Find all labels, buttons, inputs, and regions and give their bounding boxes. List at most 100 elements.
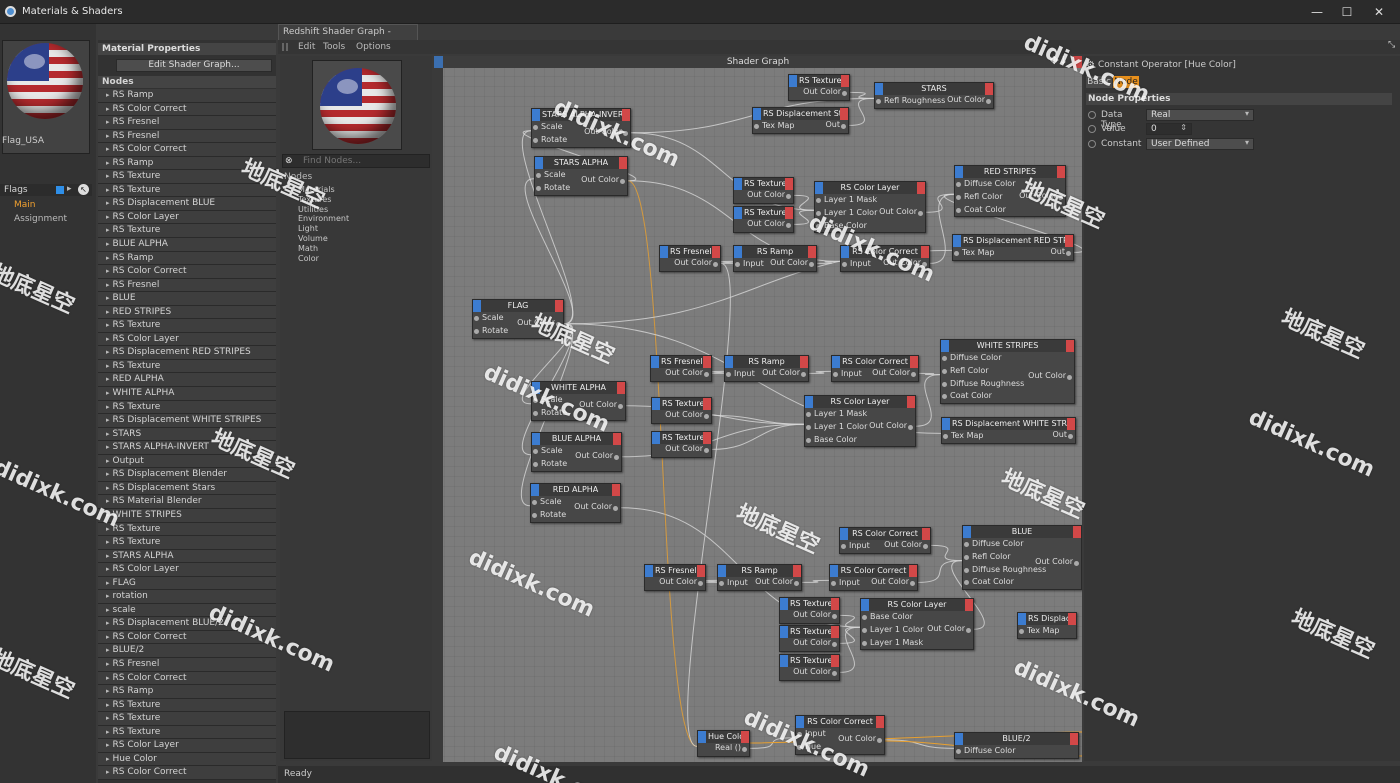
node-input-port[interactable]: Base Color bbox=[815, 220, 925, 233]
node-output-port[interactable]: Out Color bbox=[659, 577, 703, 586]
node-output-port[interactable]: Out Color bbox=[1019, 190, 1063, 200]
node-list-item[interactable]: RS Color Correct bbox=[98, 143, 276, 157]
node-list-item[interactable]: BLUE/2 bbox=[98, 644, 276, 658]
node-list-item[interactable]: RS Texture bbox=[98, 725, 276, 740]
picker-icon[interactable]: ↖ bbox=[78, 184, 89, 195]
tree-item[interactable]: Light bbox=[298, 224, 318, 234]
node-list-item[interactable]: RS Color Correct bbox=[98, 265, 276, 279]
node-input-port[interactable]: Diffuse Color bbox=[941, 352, 1074, 365]
node-input-port[interactable]: Scale bbox=[531, 496, 620, 509]
node-list-item[interactable]: RS Displacement WHITE STRIPES bbox=[98, 414, 276, 428]
node-output-port[interactable]: Out bbox=[825, 120, 846, 129]
node-list-item[interactable]: STARS ALPHA bbox=[98, 549, 276, 564]
node-output-port[interactable]: Out Color bbox=[674, 258, 718, 267]
node-list-item[interactable]: BLUE ALPHA bbox=[98, 238, 276, 252]
tree-item[interactable]: Math bbox=[298, 243, 319, 253]
node-list-item[interactable]: RS Color Layer bbox=[98, 563, 276, 577]
node-input-port[interactable]: Diffuse Color bbox=[955, 745, 1078, 758]
node-list-item[interactable]: RS Displacement Stars bbox=[98, 481, 276, 496]
node-output-port[interactable]: Out bbox=[1050, 247, 1071, 256]
node-input-port[interactable]: Scale bbox=[532, 394, 625, 407]
node-input-port[interactable]: Input bbox=[718, 577, 801, 590]
node-list-item[interactable]: RS Ramp bbox=[98, 156, 276, 171]
node-list-item[interactable]: RS Texture bbox=[98, 698, 276, 713]
canvas-scrollbar[interactable] bbox=[434, 68, 443, 762]
tab-node[interactable]: Node bbox=[1113, 76, 1139, 88]
tab-shader-graph[interactable]: Redshift Shader Graph - Flag_USA bbox=[278, 24, 418, 51]
node-output-port[interactable]: Out Color bbox=[871, 577, 915, 586]
material-preview[interactable] bbox=[2, 40, 90, 154]
node-list-item[interactable]: BLUE bbox=[98, 292, 276, 306]
node-input-port[interactable]: Scale bbox=[535, 169, 627, 182]
node-output-port[interactable]: Out Color bbox=[747, 219, 791, 228]
node-output-port[interactable]: Out Color bbox=[872, 368, 916, 377]
node-input-port[interactable]: Rotate bbox=[473, 325, 563, 338]
node-list-item[interactable]: RS Texture bbox=[98, 319, 276, 333]
node-input-port[interactable]: Layer 1 Color bbox=[805, 421, 915, 434]
node-list-item[interactable]: RS Ramp bbox=[98, 89, 276, 103]
tree-item[interactable]: Color bbox=[298, 253, 319, 263]
node-list-item[interactable]: RS Color Correct bbox=[98, 102, 276, 117]
tab-assignment[interactable]: Assignment bbox=[14, 214, 67, 224]
node-list-item[interactable]: STARS ALPHA-INVERT bbox=[98, 441, 276, 455]
node-input-port[interactable]: Refl Color bbox=[941, 365, 1074, 378]
expand-icon[interactable]: ⤡ bbox=[1388, 40, 1396, 50]
node-input-port[interactable]: Refl Roughness bbox=[875, 95, 993, 108]
node-list-item[interactable]: RS Ramp bbox=[98, 251, 276, 266]
node-output-port[interactable]: Out Color bbox=[581, 175, 625, 185]
node-input-port[interactable]: Layer 1 Color bbox=[861, 624, 973, 637]
node-list-item[interactable]: RS Color Correct bbox=[98, 671, 276, 686]
material-name[interactable]: Flag_USA bbox=[2, 136, 45, 146]
tree-item[interactable]: Environment bbox=[298, 214, 350, 224]
node-output-port[interactable]: Out Color bbox=[879, 206, 923, 216]
node-list-item[interactable]: rotation bbox=[98, 590, 276, 604]
node-output-port[interactable]: Out Color bbox=[665, 410, 709, 419]
node-list-item[interactable]: RS Color Correct bbox=[98, 766, 276, 780]
radio-icon[interactable] bbox=[1088, 111, 1096, 119]
node-input-port[interactable]: Coat Color bbox=[963, 576, 1081, 589]
node-list-item[interactable]: Output bbox=[98, 454, 276, 469]
data-type-dropdown[interactable]: Real▾ bbox=[1146, 109, 1254, 121]
node-output-port[interactable]: Out Color bbox=[575, 451, 619, 461]
close-button[interactable]: ✕ bbox=[1373, 5, 1385, 19]
node-output-port[interactable]: Out Color bbox=[762, 368, 806, 377]
tree-item[interactable]: Utilities bbox=[298, 204, 329, 214]
node-list-item[interactable]: RS Displacement Blender bbox=[98, 468, 276, 482]
node-input-port[interactable]: Input bbox=[841, 258, 929, 271]
node-input-port[interactable]: Coat Color bbox=[941, 390, 1074, 403]
find-nodes-input[interactable] bbox=[303, 155, 429, 167]
node-input-port[interactable]: Refl Color bbox=[963, 551, 1081, 564]
node-list-item[interactable]: RS Fresnel bbox=[98, 278, 276, 293]
node-input-port[interactable]: Base Color bbox=[861, 611, 973, 624]
node-input-port[interactable]: Layer 1 Mask bbox=[861, 637, 973, 650]
node-output-port[interactable]: Out Color bbox=[584, 127, 628, 137]
node-output-port[interactable]: Out Color bbox=[793, 667, 837, 676]
node-output-port[interactable]: Out Color bbox=[517, 318, 561, 328]
node-list-item[interactable]: RS Texture bbox=[98, 224, 276, 239]
node-list-item[interactable]: RS Color Layer bbox=[98, 210, 276, 225]
node-list-item[interactable]: RS Texture bbox=[98, 359, 276, 374]
node-output-port[interactable]: Out Color bbox=[803, 87, 847, 96]
radio-icon[interactable] bbox=[1088, 125, 1096, 133]
node-input-port[interactable]: Input bbox=[840, 540, 930, 553]
node-input-port[interactable]: Tex Map bbox=[942, 430, 1075, 443]
node-output-port[interactable]: Out Color bbox=[927, 623, 971, 633]
